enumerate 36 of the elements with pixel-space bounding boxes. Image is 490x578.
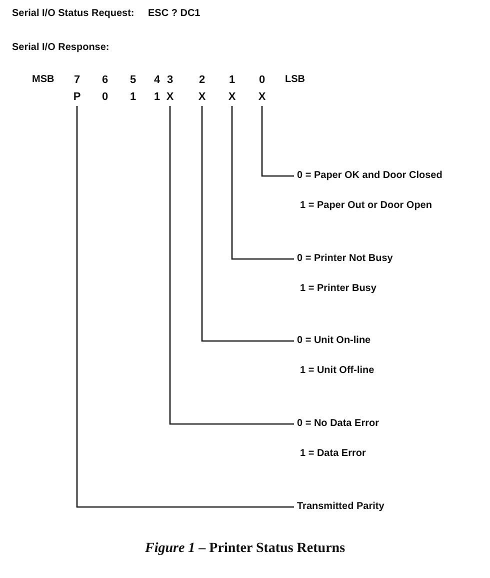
- bit-value: X: [195, 90, 209, 104]
- bit-value: P: [70, 90, 84, 104]
- leader-line: [201, 106, 294, 342]
- bit-description: 1 = Unit Off-line: [300, 365, 374, 377]
- bit-description: 1 = Paper Out or Door Open: [300, 200, 432, 212]
- bit-number: 1: [228, 74, 236, 86]
- bit-number: 0: [258, 74, 266, 86]
- heading-text: Serial I/O Status Request:: [12, 8, 134, 20]
- bit-number: 4: [153, 74, 161, 86]
- heading-text: Serial I/O Response:: [12, 42, 110, 54]
- bit-description: 0 = Printer Not Busy: [297, 253, 393, 265]
- bit-description: Transmitted Parity: [297, 501, 384, 513]
- bit-description: 0 = No Data Error: [297, 418, 379, 430]
- heading-text: ESC ? DC1: [148, 8, 200, 20]
- bit-value: 1: [150, 90, 164, 104]
- bit-value: 1: [126, 90, 140, 104]
- bit-description: 1 = Data Error: [300, 448, 366, 460]
- bit-number: 2: [198, 74, 206, 86]
- bit-description: 1 = Printer Busy: [300, 283, 376, 295]
- bit-number: 3: [166, 74, 174, 86]
- leader-line: [231, 106, 294, 260]
- bit-order-label: LSB: [285, 74, 305, 86]
- leader-line: [261, 106, 294, 177]
- bit-value: X: [163, 90, 177, 104]
- leader-line: [169, 106, 294, 425]
- figure-caption: Figure 1 – Printer Status Returns: [144, 541, 346, 557]
- bit-value: X: [225, 90, 239, 104]
- bit-number: 6: [101, 74, 109, 86]
- bit-description: 0 = Unit On-line: [297, 335, 371, 347]
- bit-number: 5: [129, 74, 137, 86]
- bit-description: 0 = Paper OK and Door Closed: [297, 170, 442, 182]
- bit-value: 0: [98, 90, 112, 104]
- bit-value: X: [255, 90, 269, 104]
- bit-order-label: MSB: [32, 74, 54, 86]
- leader-line: [76, 106, 294, 508]
- bit-number: 7: [73, 74, 81, 86]
